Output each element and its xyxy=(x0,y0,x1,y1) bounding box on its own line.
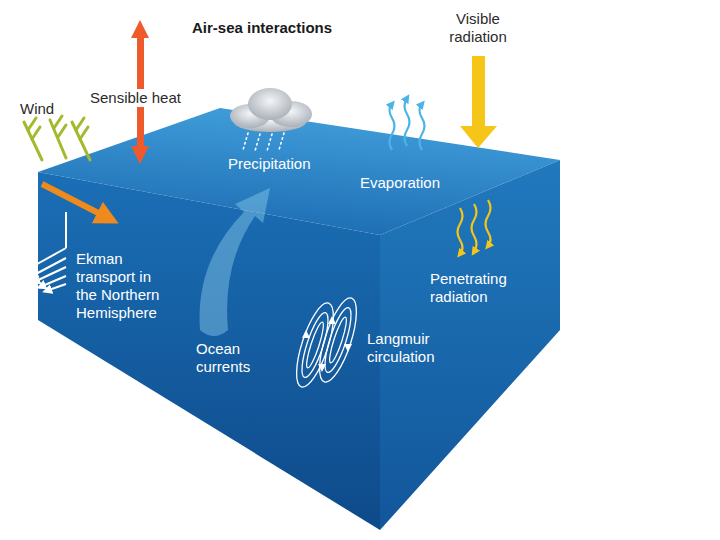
precipitation-label: Precipitation xyxy=(228,155,311,173)
visible-radiation-arrow xyxy=(460,56,497,148)
langmuir-cells xyxy=(289,294,364,391)
ocean-left-face xyxy=(38,172,380,530)
visible-radiation-label: Visible radiation xyxy=(428,10,528,46)
cloud xyxy=(230,88,312,132)
langmuir-label: Langmuir circulation xyxy=(367,330,453,366)
evaporation-arrows xyxy=(390,98,425,150)
evaporation-label: Evaporation xyxy=(360,174,440,192)
wind-barbs xyxy=(24,116,90,160)
precipitation-dots xyxy=(243,133,284,151)
sensible-heat-label: Sensible heat xyxy=(88,89,183,107)
ocean-current-arrow xyxy=(200,188,270,336)
penetrating-radiation-label: Penetrating radiation xyxy=(430,270,522,306)
diagram-title: Air-sea interactions xyxy=(192,19,332,37)
ocean-currents-label: Ocean currents xyxy=(196,340,266,376)
ekman-label: Ekman transport in the Northern Hemisphe… xyxy=(76,250,172,322)
wind-label: Wind xyxy=(20,100,54,118)
wind-stress-arrow xyxy=(42,184,108,218)
ekman-arrows xyxy=(30,212,66,291)
penetrating-radiation-arrows xyxy=(458,200,491,254)
